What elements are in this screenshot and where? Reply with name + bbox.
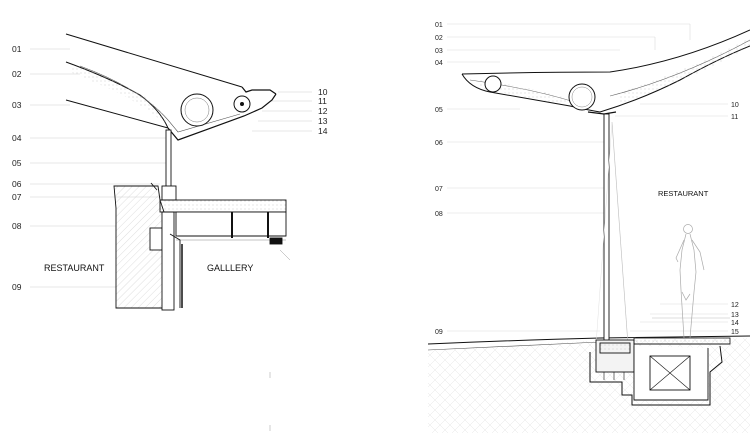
left-callout-05: 05	[12, 158, 22, 168]
left-leader-lines	[30, 48, 312, 288]
right-gutter-pipe-mid	[568, 83, 596, 111]
left-callout-03: 03	[12, 100, 22, 110]
right-callout-13: 13	[731, 312, 739, 319]
left-canopy-insulation	[70, 64, 170, 126]
right-callout-05: 05	[435, 107, 443, 114]
right-callout-09: 09	[435, 329, 443, 336]
right-leader-lines	[447, 23, 728, 332]
right-callout-04: 04	[435, 60, 443, 67]
left-callout-07: 07	[12, 192, 22, 202]
right-column	[595, 113, 629, 346]
right-callout-12: 12	[731, 302, 739, 309]
left-canopy	[65, 33, 277, 141]
left-callout-13: 13	[318, 116, 328, 126]
right-callout-08: 08	[435, 211, 443, 218]
left-callout-04: 04	[12, 133, 22, 143]
left-callout-14: 14	[318, 126, 328, 136]
left-section: RESTAURANT GALLLERY 01 02 03 04 05 06 07…	[12, 33, 328, 431]
left-callout-06: 06	[12, 179, 22, 189]
left-callout-09: 09	[12, 282, 22, 292]
left-callout-12: 12	[318, 106, 328, 116]
left-callout-11: 11	[318, 96, 327, 106]
right-callout-11: 11	[731, 114, 738, 121]
left-floor-slab	[159, 199, 287, 308]
right-callout-02: 02	[435, 35, 443, 42]
right-canopy-insulation	[620, 38, 750, 104]
left-gutter-pipe-large	[180, 93, 214, 127]
left-annotation-marks	[269, 249, 291, 431]
right-section: RESTAURANT 01 02 03 04 05 06 07 08 09 10…	[427, 22, 750, 433]
left-callout-01: 01	[12, 44, 22, 54]
right-foundation	[589, 339, 723, 406]
right-callout-14: 14	[731, 320, 739, 327]
left-room-gallery: GALLLERY	[207, 263, 253, 273]
right-callout-03: 03	[435, 48, 443, 55]
right-callout-07: 07	[435, 186, 443, 193]
left-room-restaurant: RESTAURANT	[44, 263, 105, 273]
right-callout-01: 01	[435, 22, 443, 29]
left-callout-10: 10	[318, 87, 328, 97]
right-callout-15: 15	[731, 329, 739, 336]
left-callout-08: 08	[12, 221, 22, 231]
left-callout-02: 02	[12, 69, 22, 79]
right-room-restaurant: RESTAURANT	[658, 189, 709, 198]
right-canopy	[461, 29, 750, 115]
human-figure	[675, 224, 705, 339]
right-gutter-pipe-left	[484, 75, 502, 93]
right-callout-06: 06	[435, 140, 443, 147]
left-wall	[113, 185, 175, 311]
right-callout-10: 10	[731, 102, 739, 109]
right-floor-deck	[633, 317, 731, 345]
